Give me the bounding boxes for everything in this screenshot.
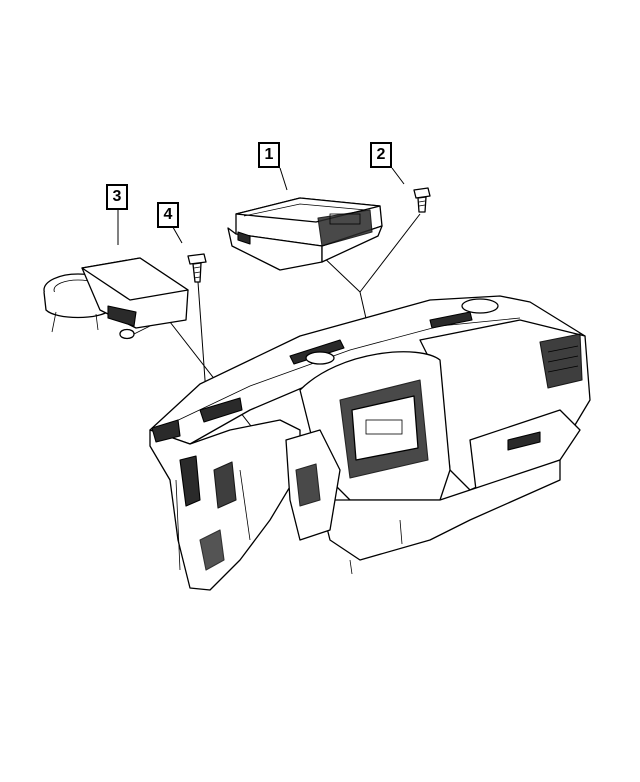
instrument-panel [149,295,591,591]
leader-line-4-part [197,281,206,381]
leader-line-2-part [359,213,421,293]
callout-3: 3 [106,184,128,210]
module-part-1 [227,197,383,271]
bolt-part-4 [187,253,207,283]
module-part-3 [43,257,189,340]
callout-2: 2 [370,142,392,168]
bolt-part-2 [413,187,431,213]
callout-1: 1 [258,142,280,168]
leader-line-1 [279,167,288,191]
callout-4: 4 [157,202,179,228]
leader-line-2 [391,167,405,185]
